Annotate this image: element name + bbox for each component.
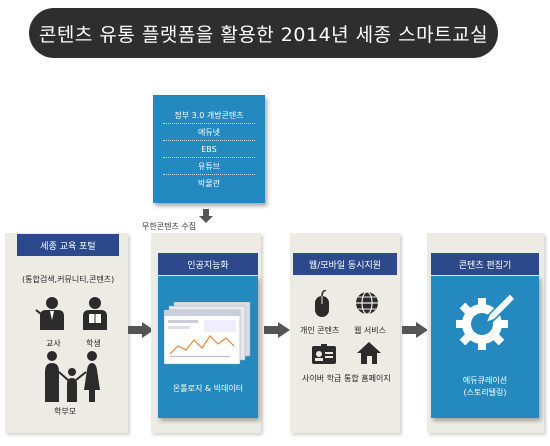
- globe-icon: [356, 291, 378, 315]
- id-card-icon: [312, 344, 336, 364]
- source-item-edunet: 에듀넷: [163, 124, 255, 141]
- editor-caption-line1: 에듀큐레이션: [462, 376, 508, 385]
- teacher-label: 교사: [46, 339, 61, 348]
- homepage-label: 통합 홈페이지: [344, 374, 391, 383]
- source-item-youtube: 유튜브: [163, 158, 255, 175]
- ai-header: 인공지능화: [158, 253, 258, 275]
- cyber-class-label: 사이버 학급: [302, 374, 342, 383]
- right-arrow-icon: [128, 322, 154, 338]
- page-title: 콘텐츠 유통 플랫폼을 활용한 2014년 세종 스마트교실: [29, 8, 498, 58]
- content-source-box: 정부 3.0 개방콘텐츠 에듀넷 EBS 유튜브 박물관: [153, 95, 265, 203]
- personal-content-label: 개인 콘텐츠: [300, 326, 340, 335]
- editor-header: 콘텐츠 편집기: [431, 253, 539, 275]
- parent-label: 학부모: [54, 407, 77, 416]
- home-icon: [357, 342, 381, 364]
- student-label: 학생: [86, 339, 101, 348]
- parent-icon: [45, 351, 100, 402]
- teacher-icon: [35, 297, 64, 330]
- web-service-label: 웹 서비스: [354, 326, 386, 335]
- ai-caption: 온톨로지 & 빅데이터: [172, 384, 244, 393]
- gear-pencil-icon: [456, 292, 517, 350]
- dashboard-screenshot-icon: [164, 302, 251, 365]
- student-icon: [83, 297, 107, 330]
- source-item-ebs: EBS: [163, 141, 255, 158]
- web-header: 웹/모바일 동시지원: [293, 253, 397, 275]
- portal-panel: [5, 233, 128, 433]
- mouse-icon: [315, 290, 329, 317]
- right-arrow-icon: [264, 322, 290, 338]
- portal-header: 세종 교육 포털: [17, 234, 119, 256]
- right-arrow-icon: [402, 322, 428, 338]
- editor-caption-line2: (스토리텔링): [463, 388, 507, 397]
- collect-label: 무한콘텐츠 수집: [142, 222, 197, 231]
- source-item-museum: 박물관: [197, 178, 221, 188]
- portal-subtitle: (통합검색,커뮤니티,콘텐츠): [22, 275, 115, 284]
- down-arrow-icon: [199, 209, 213, 223]
- source-item-gov30: 정부 3.0 개방콘텐츠: [163, 107, 255, 124]
